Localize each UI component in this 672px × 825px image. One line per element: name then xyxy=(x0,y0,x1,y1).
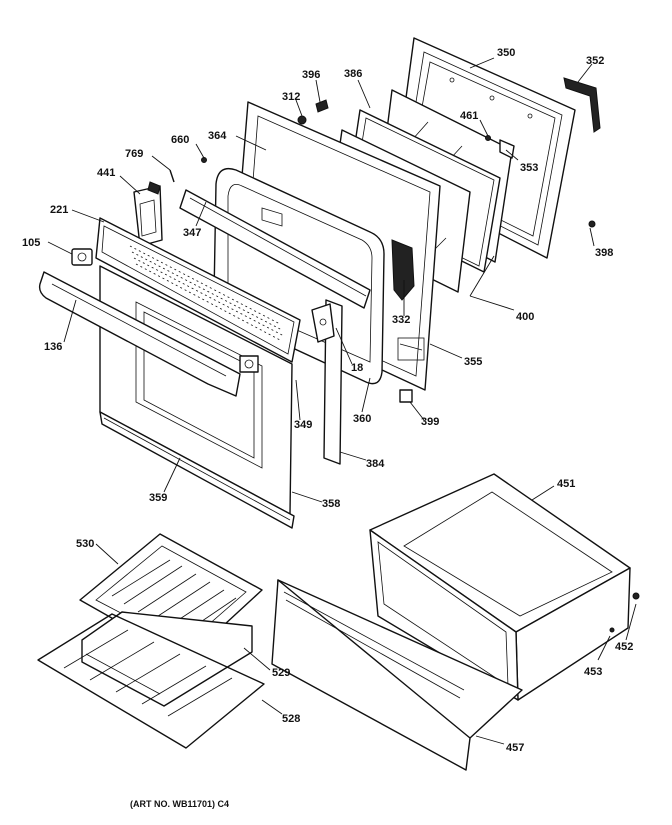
handle-end-cap xyxy=(71,248,93,266)
callout-364: 364 xyxy=(208,130,227,142)
block-399 xyxy=(399,389,413,403)
callout-769: 769 xyxy=(125,148,143,160)
oven-rack xyxy=(37,613,265,749)
broiler-pan xyxy=(81,611,253,707)
storage-drawer-box xyxy=(369,473,631,701)
drawer-front-panel xyxy=(271,579,523,771)
callout-441: 441 xyxy=(97,167,115,179)
callout-528: 528 xyxy=(282,713,300,725)
callout-359: 359 xyxy=(149,492,167,504)
door-handle xyxy=(38,271,241,397)
screw-461 xyxy=(485,135,491,141)
screw-769 xyxy=(169,169,175,183)
vent-control-panel xyxy=(95,217,301,363)
callout-350: 350 xyxy=(497,47,515,59)
callout-352: 352 xyxy=(586,55,604,67)
callout-18: 18 xyxy=(351,362,363,374)
callout-452: 452 xyxy=(615,641,633,653)
callout-labels: 350 352 396 386 312 461 364 660 769 353 … xyxy=(22,47,633,754)
callout-400: 400 xyxy=(516,311,534,323)
callout-347: 347 xyxy=(183,227,201,239)
callout-386: 386 xyxy=(344,68,362,80)
callout-461: 461 xyxy=(460,110,478,122)
callout-221: 221 xyxy=(50,204,68,216)
screw-396 xyxy=(315,99,329,113)
door-side-rail xyxy=(311,299,343,465)
callout-349: 349 xyxy=(294,419,312,431)
nut-312 xyxy=(297,115,307,125)
callout-136: 136 xyxy=(44,341,62,353)
screw-452 xyxy=(632,592,640,600)
callout-529: 529 xyxy=(272,667,290,679)
leader-lines xyxy=(47,57,637,745)
callout-660: 660 xyxy=(171,134,189,146)
callout-358: 358 xyxy=(322,498,340,510)
door-top-channel xyxy=(179,189,371,309)
callout-384: 384 xyxy=(366,458,385,470)
drawer-hardware xyxy=(609,592,640,633)
vent-slots xyxy=(129,245,285,341)
screw-453 xyxy=(609,627,615,633)
callout-332: 332 xyxy=(392,314,410,326)
vent-trim-strip xyxy=(563,77,601,133)
art-number-label: (ART NO. WB11701) C4 xyxy=(130,799,229,809)
callout-398: 398 xyxy=(595,247,613,259)
callout-453: 453 xyxy=(584,666,602,678)
door-bottom-trim xyxy=(99,411,295,529)
callout-457: 457 xyxy=(506,742,524,754)
callout-312: 312 xyxy=(282,91,300,103)
screw-398 xyxy=(588,220,596,228)
callout-399: 399 xyxy=(421,416,439,428)
callout-530: 530 xyxy=(76,538,94,550)
callout-451: 451 xyxy=(557,478,575,490)
screw-660 xyxy=(201,157,207,163)
hinge-bracket xyxy=(133,181,163,247)
callout-105: 105 xyxy=(22,237,40,249)
callout-353: 353 xyxy=(520,162,538,174)
callout-360: 360 xyxy=(353,413,371,425)
callout-355: 355 xyxy=(464,356,482,368)
callout-396: 396 xyxy=(302,69,320,81)
